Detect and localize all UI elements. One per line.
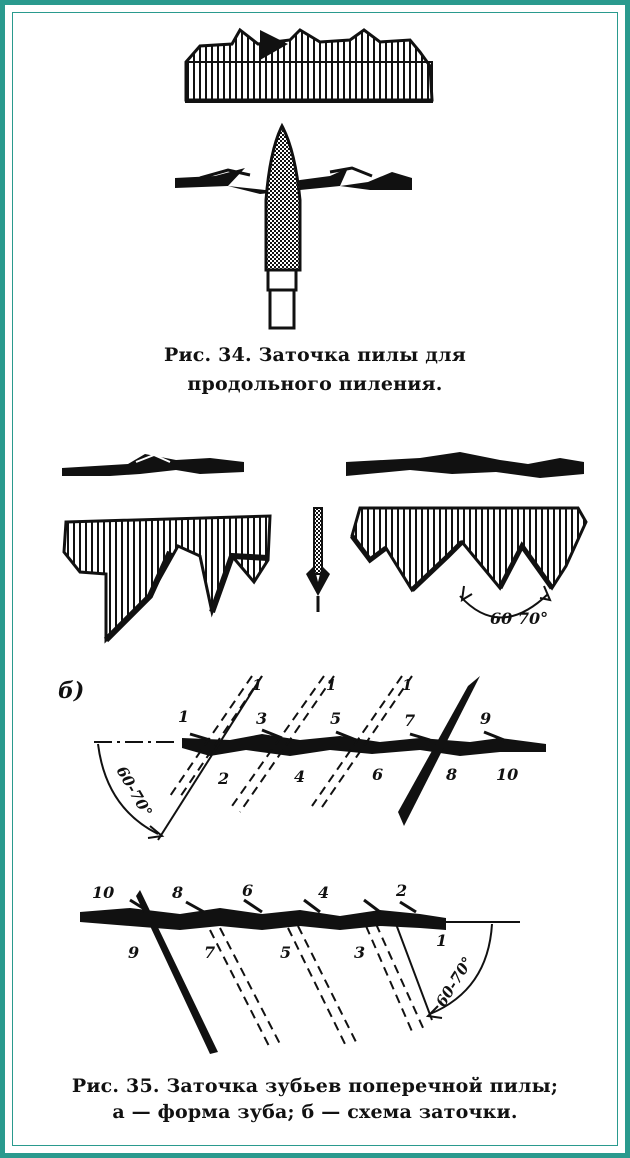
fig35b-top-saw-row: [94, 675, 546, 841]
fig34-file-and-teeth: [175, 122, 412, 330]
fig34-caption-line-1: Рис. 34. Заточка пилы для: [163, 344, 466, 366]
file-mark-2: 1: [326, 676, 336, 694]
num-top-4: 4: [294, 767, 305, 786]
num-bot-10: 10: [92, 883, 114, 902]
num-bot-4: 4: [318, 883, 329, 902]
num-top-5: 5: [330, 709, 341, 728]
num-top-7: 7: [404, 711, 415, 730]
fig35b-top-upper-numbers: 1 3 5 7 9: [178, 707, 491, 730]
fig35a-right-tooth-profile: [350, 506, 588, 619]
file-mark-3: 1: [402, 676, 412, 694]
num-top-9: 9: [480, 709, 491, 728]
num-bot-9: 9: [128, 943, 139, 962]
num-bot-1: 1: [436, 931, 447, 950]
fig34-saw-blade: [184, 27, 434, 103]
num-bot-6: 6: [242, 881, 253, 900]
num-top-1: 1: [178, 707, 189, 726]
num-top-2: 2: [217, 769, 229, 788]
fig35a-right-tooth-top-view: [346, 452, 584, 478]
fig35a-angle-label: 60 70°: [490, 609, 548, 628]
fig35b-part-label: б): [58, 678, 84, 704]
fig35-caption-line-1: Рис. 35. Заточка зубьев поперечной пилы;: [71, 1075, 559, 1097]
fig35a-tooth-cross-section: [306, 507, 330, 612]
fig35b-top-file-marks: 1 1 1: [252, 676, 412, 694]
fig35b-bottom-upper-numbers: 10 8 6 4 2: [92, 881, 407, 902]
fig35b-top-lower-numbers: 2 4 6 8 10: [217, 765, 518, 788]
fig35-caption-line-2: а — форма зуба; б — схема заточки.: [112, 1101, 518, 1123]
num-top-3: 3: [256, 709, 267, 728]
file-mark-1: 1: [252, 676, 262, 694]
fig35b-bottom-angle-label: 60-70°: [432, 954, 477, 1011]
num-bot-8: 8: [171, 883, 183, 902]
num-bot-3: 3: [354, 943, 365, 962]
fig34-direction-marker: [260, 30, 288, 60]
fig35b-top-angle-label: 60-70°: [113, 763, 156, 820]
num-bot-2: 2: [395, 881, 407, 900]
num-top-8: 8: [445, 765, 457, 784]
num-top-10: 10: [496, 765, 518, 784]
fig35a-left-tooth-profile: [62, 514, 272, 644]
fig35b-bottom-saw-row: [80, 890, 520, 1054]
num-top-6: 6: [372, 765, 383, 784]
fig35a-left-tooth-top-view: [62, 453, 244, 476]
fig34-caption-line-2: продольного пиления.: [187, 373, 443, 395]
fig35b-bottom-lower-numbers: 9 7 5 3 1: [128, 931, 447, 962]
num-bot-5: 5: [280, 943, 291, 962]
num-bot-7: 7: [204, 943, 215, 962]
